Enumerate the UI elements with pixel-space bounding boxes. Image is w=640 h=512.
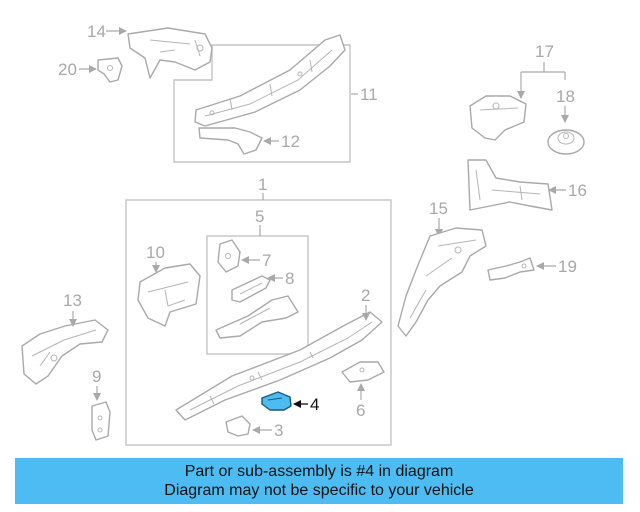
callout-15: 15 xyxy=(429,199,448,218)
part-15[interactable] xyxy=(397,227,487,337)
group-frame-11 xyxy=(173,44,351,163)
part-6[interactable] xyxy=(341,361,385,383)
part-13[interactable] xyxy=(21,319,109,385)
callout-7: 7 xyxy=(262,251,271,270)
callout-19: 19 xyxy=(558,257,577,276)
banner-line-1: Part or sub-assembly is #4 in diagram xyxy=(184,463,454,480)
part-12[interactable] xyxy=(198,127,263,155)
callout-18: 18 xyxy=(556,87,575,106)
part-19[interactable] xyxy=(487,257,535,281)
parts-diagram: 14 20 11 12 1 5 7 8 xyxy=(21,22,587,446)
callout-16: 16 xyxy=(568,181,587,200)
part-11[interactable] xyxy=(194,34,346,127)
part-10[interactable] xyxy=(137,263,201,327)
part-7[interactable] xyxy=(217,239,241,273)
info-banner: Part or sub-assembly is #4 in diagram Di… xyxy=(15,458,623,504)
part-20[interactable] xyxy=(97,57,123,83)
banner-line-2: Diagram may not be specific to your vehi… xyxy=(164,482,474,499)
callout-9: 9 xyxy=(92,367,101,386)
group-frame-1 xyxy=(125,199,392,446)
part-14[interactable] xyxy=(127,27,213,79)
callout-11: 11 xyxy=(360,85,378,104)
callout-3: 3 xyxy=(274,421,283,440)
part-2[interactable] xyxy=(175,311,383,421)
part-8[interactable] xyxy=(231,275,271,303)
callout-17: 17 xyxy=(535,42,554,61)
callout-6: 6 xyxy=(356,401,365,420)
callout-8: 8 xyxy=(285,269,294,288)
callout-5: 5 xyxy=(255,207,264,226)
callout-13: 13 xyxy=(63,291,82,310)
callout-14: 14 xyxy=(87,22,106,41)
callout-2: 2 xyxy=(361,286,370,305)
part-16[interactable] xyxy=(467,159,553,211)
callout-4: 4 xyxy=(310,395,319,414)
part-18[interactable] xyxy=(547,129,585,155)
callout-12: 12 xyxy=(281,132,300,151)
callout-10: 10 xyxy=(146,243,165,262)
part-5-bracket[interactable] xyxy=(215,295,299,339)
part-4-highlighted[interactable] xyxy=(261,391,292,411)
callout-20: 20 xyxy=(58,60,77,79)
callout-1: 1 xyxy=(258,175,267,194)
part-3[interactable] xyxy=(225,415,251,437)
part-9[interactable] xyxy=(91,401,111,441)
group-frame-5 xyxy=(206,235,309,355)
part-17[interactable] xyxy=(469,95,527,141)
